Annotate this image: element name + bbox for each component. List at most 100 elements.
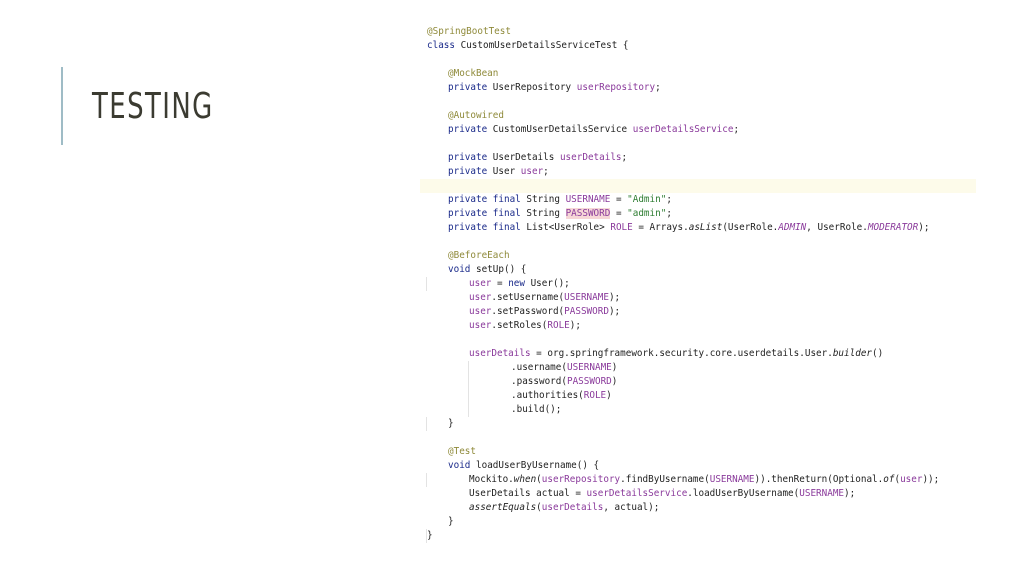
code-token: userRepository [541,474,621,485]
code-line [420,95,976,109]
code-token: user [900,474,923,485]
code-line: @BeforeEach [420,249,976,263]
code-token: @MockBean [448,68,499,79]
code-line [420,235,976,249]
code-token: String [526,194,566,205]
code-token: private [448,152,493,163]
code-token: ( [536,502,542,513]
code-token: )); [922,474,940,485]
code-token: USERNAME [564,292,609,303]
code-line-text: @Test [448,445,476,459]
code-token: , actual); [603,502,660,513]
code-token: user [469,320,492,331]
code-token: = org.springframework.security.core.user… [530,348,833,359]
code-token: .setPassword( [491,306,565,317]
code-line [420,53,976,67]
code-line: } [420,529,976,543]
code-line: .build(); [420,403,976,417]
code-line-text: } [427,529,433,543]
code-token: List<UserRole> [526,222,611,233]
code-token: private final [448,208,527,219]
code-token: private final [448,194,527,205]
code-token: user [469,292,492,303]
code-token: ); [608,292,621,303]
code-token: ) [611,362,618,373]
code-line-text: void setUp() { [448,263,526,277]
code-line: Mockito.when(userRepository.findByUserna… [420,473,976,487]
code-token: USERNAME [709,474,755,485]
code-token: PASSWORD [564,306,609,317]
code-line-text: private final List<UserRole> ROLE = Arra… [448,221,929,235]
code-line: private CustomUserDetailsService userDet… [420,123,976,137]
code-token: user [520,166,544,177]
code-token: userDetailsService [632,124,734,135]
code-token: , UserRole. [806,222,868,233]
code-token: ); [569,320,581,331]
code-line: private final List<UserRole> ROLE = Arra… [420,221,976,235]
code-line-text: .username(USERNAME) [511,361,617,375]
code-token: class [427,40,461,51]
code-token: ) [611,376,618,387]
code-token: } [448,516,454,527]
code-line [420,179,976,193]
code-token: () [872,348,884,359]
code-token: .password( [511,376,567,387]
code-token: ROLE [583,390,607,401]
code-token: @BeforeEach [448,250,510,261]
code-token: CustomUserDetailsServiceTest { [460,40,629,51]
indent-guide [426,473,427,487]
code-token: = [491,278,509,289]
code-token: UserRepository [492,82,577,93]
code-token: .username( [511,362,567,373]
code-token: ( [894,474,901,485]
code-token: user [469,306,492,317]
code-token: ; [733,124,740,135]
code-token: setUp() { [476,264,527,275]
code-token: ; [621,152,628,163]
code-token: ROLE [547,320,570,331]
code-line: userDetails = org.springframework.securi… [420,347,976,361]
code-token: @SpringBootTest [427,26,511,37]
code-line-text: user.setRoles(ROLE); [469,319,581,333]
code-line: .username(USERNAME) [420,361,976,375]
code-token: .build(); [511,404,562,415]
code-line: @Autowired [420,109,976,123]
code-line-text: void loadUserByUsername() { [448,459,599,473]
code-token: ; [666,194,672,205]
code-line-text: private final String USERNAME = "Admin"; [448,193,672,207]
code-line: void loadUserByUsername() { [420,459,976,473]
code-line-text: } [448,417,454,431]
code-line [420,431,976,445]
code-token: ( [536,474,542,485]
code-line: class CustomUserDetailsServiceTest { [420,39,976,53]
indent-guide [426,417,427,431]
code-token: ); [844,488,856,499]
code-snippet: }}assertEquals(userDetails, actual);User… [420,25,976,550]
code-line: private UserDetails userDetails; [420,151,976,165]
code-token: builder [832,348,873,359]
code-token: ); [918,222,930,233]
code-token: UserDetails [492,152,560,163]
indent-guide [426,529,427,543]
code-line-text: userDetails = org.springframework.securi… [469,347,883,361]
code-token: ) [606,390,612,401]
code-token: ; [543,166,549,177]
code-token: user [469,278,492,289]
code-line-text: .password(PASSWORD) [511,375,617,389]
code-token: @Test [448,446,476,457]
code-line: @Test [420,445,976,459]
code-token: when [513,474,537,485]
code-token: .findByUsername( [620,474,710,485]
code-line: .authorities(ROLE) [420,389,976,403]
code-line: UserDetails actual = userDetailsService.… [420,487,976,501]
code-line-text: private UserRepository userRepository; [448,81,661,95]
code-line-text: user.setPassword(PASSWORD); [469,305,620,319]
slide-title: TESTING [92,86,214,127]
code-token: String [526,208,566,219]
code-token: } [427,530,433,541]
code-token: .setUsername( [491,292,565,303]
code-token: userDetails [469,348,531,359]
code-line-text: @BeforeEach [448,249,510,263]
code-token: (UserRole. [722,222,779,233]
code-token: MODERATOR [867,222,919,233]
